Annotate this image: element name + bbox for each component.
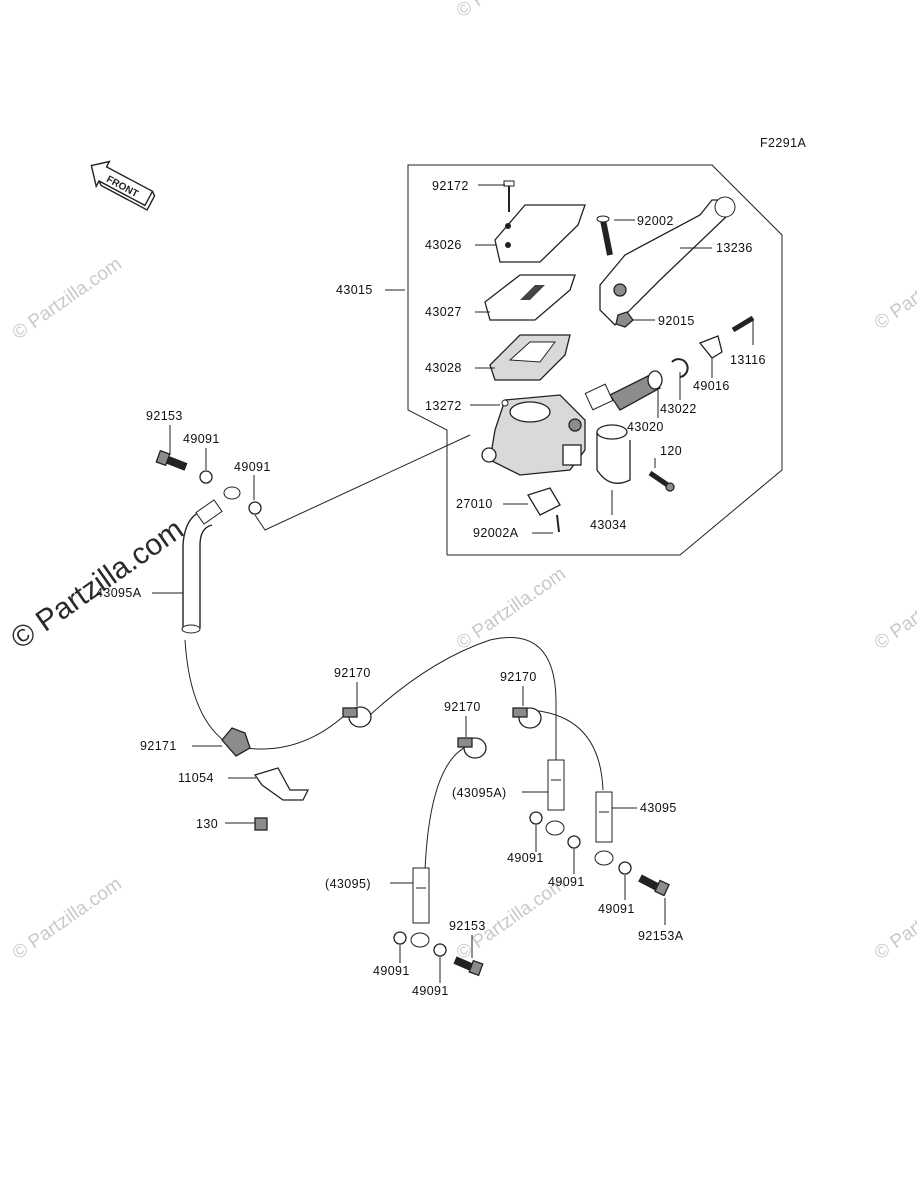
washer-49091-f [393, 931, 407, 945]
diaphragm-plate-43027 [484, 274, 576, 321]
part-labels: 92172 43026 43015 43027 43028 13272 2701… [96, 179, 766, 998]
washer-49091-b [248, 501, 262, 515]
label-43095A-paren: (43095A) [452, 786, 507, 800]
clamp-92170-b [512, 707, 542, 729]
label-43095A: 43095A [96, 586, 142, 600]
pivot-13116 [731, 315, 755, 333]
label-92153A: 92153A [638, 929, 684, 943]
label-92170-c: 92170 [444, 700, 481, 714]
nut-92015 [615, 311, 634, 328]
label-43015: 43015 [336, 283, 373, 297]
label-43027: 43027 [425, 305, 462, 319]
label-27010: 27010 [456, 497, 493, 511]
figure-code: F2291A [760, 136, 806, 150]
label-13272: 13272 [425, 399, 462, 413]
label-92153-top: 92153 [146, 409, 183, 423]
label-43022: 43022 [660, 402, 697, 416]
bracket-27010 [527, 487, 561, 516]
label-120: 120 [660, 444, 682, 458]
leader-lines [152, 184, 754, 983]
banjo-bolt-92153-bottom [453, 956, 484, 977]
watermark-text: © Partzilla.com [871, 873, 917, 964]
joint-92171 [221, 727, 251, 757]
bracket-11054 [253, 767, 310, 801]
label-43020: 43020 [627, 420, 664, 434]
routing-lines [184, 637, 604, 871]
label-49091-b: 49091 [234, 460, 271, 474]
clamp-92170-c [457, 737, 487, 759]
reservoir-cap-43026 [494, 204, 586, 263]
label-92171: 92171 [140, 739, 177, 753]
lever-13236 [599, 196, 736, 326]
bolt-130 [254, 817, 268, 831]
washer-49091-c [529, 811, 543, 825]
label-92172: 92172 [432, 179, 469, 193]
washer-49091-g [433, 943, 447, 957]
washer-49091-e [618, 861, 632, 875]
clamp-92170-a [342, 706, 372, 728]
label-11054: 11054 [178, 771, 214, 785]
label-92170-b: 92170 [500, 670, 537, 684]
washer-49091-a [199, 470, 213, 484]
label-43034: 43034 [590, 518, 627, 532]
label-43028: 43028 [425, 361, 462, 375]
watermark-main: © Partzilla.com [5, 513, 190, 656]
label-49091-a: 49091 [183, 432, 220, 446]
label-49091-g: 49091 [412, 984, 449, 998]
screw-92002A [556, 514, 560, 533]
watermark-text: © Partzilla.com [453, 0, 570, 22]
watermark-text: © Partzilla.com [9, 873, 126, 964]
label-13116: 13116 [730, 353, 766, 367]
label-43026: 43026 [425, 238, 462, 252]
pin-92002 [596, 215, 613, 256]
washer-49091-d [567, 835, 581, 849]
clamp-43034 [596, 424, 631, 484]
screw-92172 [503, 180, 515, 212]
hose-43095-right [594, 791, 614, 866]
watermark-text: © Partzilla.com [9, 253, 126, 344]
label-43095: 43095 [640, 801, 677, 815]
label-49091-c: 49091 [507, 851, 544, 865]
piston-43020 [584, 370, 663, 411]
hose-43095-lower-left [410, 867, 430, 948]
label-13236: 13236 [716, 241, 753, 255]
label-92153-bottom: 92153 [449, 919, 486, 933]
watermark-text: © Partzilla.com [871, 243, 917, 334]
label-92015: 92015 [658, 314, 695, 328]
banjo-bolt-92153A [638, 874, 670, 897]
label-92002A: 92002A [473, 526, 519, 540]
label-92002: 92002 [637, 214, 674, 228]
screw-13272 [501, 399, 509, 407]
hose-43095A [181, 486, 241, 634]
banjo-bolt-92153-top [155, 449, 188, 471]
label-49091-d: 49091 [548, 875, 585, 889]
diaphragm-43028 [489, 334, 571, 381]
boot-49016 [698, 335, 723, 359]
label-92170-a: 92170 [334, 666, 371, 680]
assembly-outline [254, 164, 783, 556]
circlip-43022 [671, 358, 689, 378]
front-arrow-icon: FRONT [90, 160, 156, 211]
watermark-text: © Partzilla.com [453, 563, 570, 654]
label-49091-f: 49091 [373, 964, 410, 978]
watermark-text: © Partzilla.com [871, 563, 917, 654]
hose-43095A-lower [545, 759, 565, 836]
master-cylinder-body [481, 394, 586, 476]
label-130: 130 [196, 817, 218, 831]
label-49091-e: 49091 [598, 902, 635, 916]
label-49016: 49016 [693, 379, 730, 393]
bolt-120 [648, 470, 675, 492]
label-43095-paren: (43095) [325, 877, 371, 891]
